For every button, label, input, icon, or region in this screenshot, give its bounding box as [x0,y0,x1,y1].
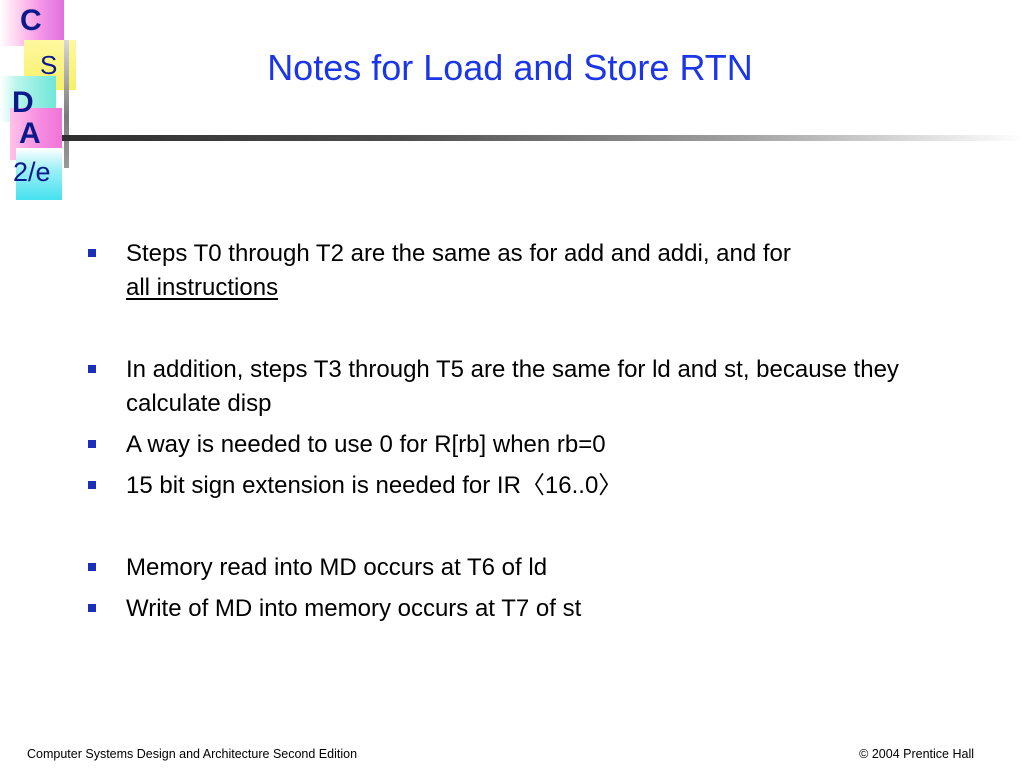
bullet-item-2: In addition, steps T3 through T5 are the… [88,353,928,421]
footer-copyright: © 2004 Prentice Hall [859,747,974,761]
bullet-square-icon [88,563,96,571]
bullet-text: A way is needed to use 0 for R[rb] when … [126,431,606,458]
logo-edition: 2/e [13,157,51,187]
title-divider [62,135,1024,141]
logo-letter-d: D [12,86,34,119]
logo-c-tile [0,0,64,46]
logo-vertical-bar [64,40,69,168]
bullet-text: 15 bit sign extension is needed for IR〈1… [126,472,623,499]
bullet-item-1: Steps T0 through T2 are the same as for … [88,237,928,305]
bullet-square-icon [88,604,96,612]
logo-letter-a: A [19,117,41,150]
bullet-item-6: Write of MD into memory occurs at T7 of … [88,592,928,626]
footer-book-title: Computer Systems Design and Architecture… [27,747,358,761]
bullet-text: Memory read into MD occurs at T6 of ld [126,554,548,581]
slide-title: Notes for Load and Store RTN [267,47,753,88]
bullet-text-underlined: all instructions [126,274,279,301]
bullet-item-3: A way is needed to use 0 for R[rb] when … [88,428,928,462]
bullet-text: Write of MD into memory occurs at T7 of … [126,595,582,622]
bullet-text: In addition, steps T3 through T5 are the… [126,356,899,417]
bullet-square-icon [88,440,96,448]
csda-logo: C S D A 2/e [0,0,80,205]
bullet-square-icon [88,481,96,489]
bullet-square-icon [88,249,96,257]
logo-letter-s: S [40,50,58,80]
bullet-item-4: 15 bit sign extension is needed for IR〈1… [88,469,928,503]
logo-edition-tile [16,148,62,200]
bullet-square-icon [88,365,96,373]
bullet-text: Steps T0 through T2 are the same as for … [126,237,928,305]
logo-letter-c: C [20,4,42,37]
bullet-text-main: Steps T0 through T2 are the same as for … [126,240,791,267]
bullet-item-5: Memory read into MD occurs at T6 of ld [88,551,928,585]
